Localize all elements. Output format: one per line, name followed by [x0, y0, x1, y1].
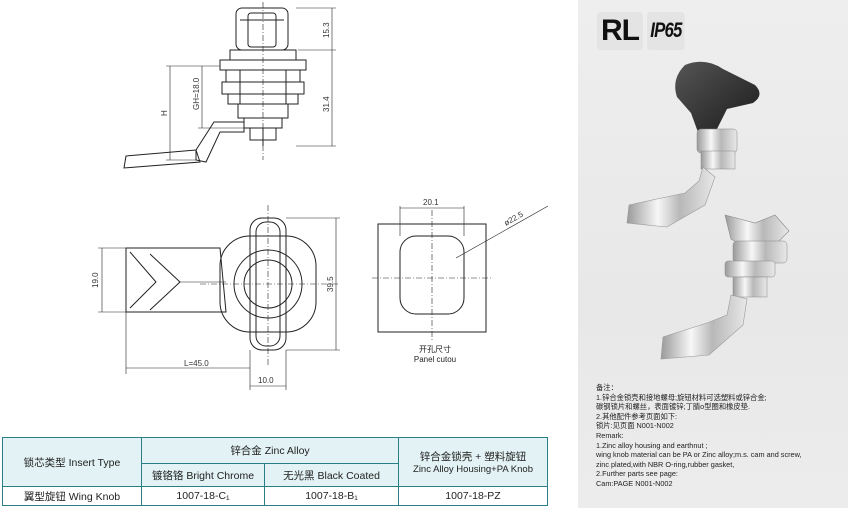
remark-line: zinc plated,with NBR O-ring,rubber gaske…: [596, 459, 735, 469]
remark-line: Remark:: [596, 430, 624, 440]
row-type: 翼型旋钮 Wing Knob: [2, 486, 142, 506]
chrome-knob-lock: [660, 214, 790, 360]
remark-line: 1.锌合金锁壳和接地螺母;旋钮材料可选塑料或锌合金;: [596, 392, 767, 402]
remark-line: 2.Further parts see page:: [596, 469, 678, 479]
dim-length: L=45.0: [184, 359, 209, 368]
header-zinc-alloy: 锌合金 Zinc Alloy: [141, 437, 399, 464]
panel-cutout: [372, 205, 549, 342]
dim-h: H: [160, 110, 169, 116]
cutout-label-en: Panel cutou: [413, 355, 457, 364]
cutout-label-zh: 开孔尺寸: [419, 345, 451, 354]
dim-height-39-5: 39.5: [326, 276, 335, 292]
product-photo: [626, 61, 790, 360]
remark-line: Cam:PAGE N001-N002: [596, 478, 673, 488]
remark-line: 2.其他配件参考页面如下:: [596, 411, 678, 421]
front-view: [98, 205, 340, 390]
remark-line: 备注：: [596, 383, 618, 392]
dim-gh: GH=18.0: [192, 77, 201, 110]
black-knob-lock: [626, 61, 760, 228]
dim-cutout-width: 20.1: [423, 198, 439, 207]
spec-table: 锁芯类型 Insert Type 锌合金 Zinc Alloy 锌合金锁壳 + …: [2, 437, 548, 506]
header-bright-chrome: 镀铬铬 Bright Chrome: [141, 463, 265, 487]
remark-line: wing knob material can be PA or Zinc all…: [596, 450, 802, 460]
dim-width-19: 19.0: [91, 272, 100, 288]
dim-thickness: 10.0: [258, 376, 274, 385]
code-pz: 1007-18-PZ: [398, 486, 548, 506]
header-black-coated: 无光黑 Black Coated: [264, 463, 399, 487]
technical-drawing: 15.3 31.4 GH=18.0 H: [91, 2, 549, 390]
side-view: [123, 2, 336, 169]
remark-line: 锁片:见页面 N001-N002: [596, 421, 674, 431]
header-housing: 锌合金锁壳 + 塑料旋钮 Zinc Alloy Housing+PA Knob: [398, 437, 548, 487]
dim-top-height: 15.3: [322, 22, 331, 38]
protection-badge: IP65: [647, 12, 685, 50]
cutout-label: 开孔尺寸 Panel cutou: [400, 345, 470, 365]
code-black: 1007-18-B₁: [264, 486, 399, 506]
header-insert-type: 锁芯类型 Insert Type: [2, 437, 142, 487]
code-chrome: 1007-18-C₁: [141, 486, 265, 506]
remarks: 备注： 1.锌合金锁壳和接地螺母;旋钮材料可选塑料或锌合金; 碳钢锁片和螺丝，表…: [596, 383, 846, 489]
dim-body-height: 31.4: [322, 96, 331, 112]
series-badge: RL: [597, 12, 643, 50]
remark-line: 碳钢锁片和螺丝，表面镀锌;丁腈o型圈和橡皮垫.: [596, 402, 751, 412]
badge-row: RL IP65: [597, 12, 694, 50]
remark-line: 1.Zinc alloy housing and earthnut ;: [596, 440, 708, 450]
header-housing-zh: 锌合金锁壳 + 塑料旋钮: [419, 451, 527, 463]
header-housing-en: Zinc Alloy Housing+PA Knob: [413, 464, 533, 475]
drawing-area: 15.3 31.4 GH=18.0 H: [2, 2, 549, 506]
